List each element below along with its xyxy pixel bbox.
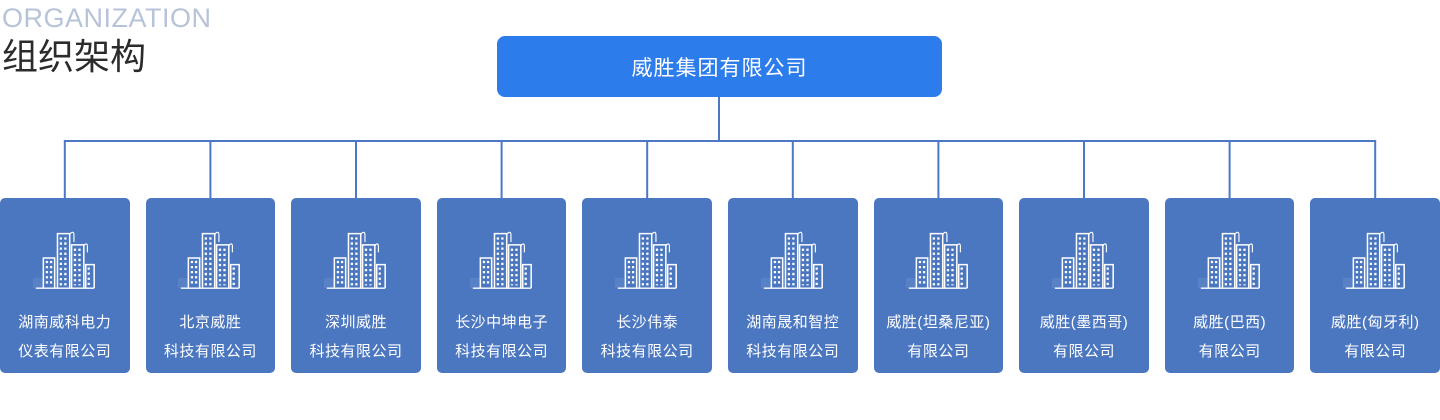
org-node-card: 威胜(巴西) 有限公司 <box>1164 198 1295 373</box>
org-node-name-line2: 有限公司 <box>1344 343 1407 360</box>
org-node-name-line1: 湖南威科电力 <box>18 314 112 331</box>
building-icon <box>615 222 679 296</box>
building-icon <box>324 222 388 296</box>
org-node-name-line2: 有限公司 <box>907 343 970 360</box>
org-node-card: 北京威胜 科技有限公司 <box>145 198 276 373</box>
building-icon <box>1343 222 1407 296</box>
building-icon <box>1198 222 1262 296</box>
org-node-name-line1: 威胜(坦桑尼亚) <box>886 314 991 331</box>
org-node-name-line1: 长沙中坤电子 <box>455 314 549 331</box>
org-node-card: 湖南威科电力 仪表有限公司 <box>0 198 130 373</box>
section-header: ORGANIZATION 组织架构 <box>2 2 212 80</box>
org-node-card: 威胜(墨西哥) 有限公司 <box>1019 198 1149 373</box>
building-icon <box>761 222 825 296</box>
org-node-name-line2: 仪表有限公司 <box>18 343 112 360</box>
org-node-name-line2: 科技有限公司 <box>163 343 257 360</box>
building-icon <box>1052 222 1116 296</box>
org-node-name-line2: 科技有限公司 <box>309 343 403 360</box>
org-node-name-line2: 科技有限公司 <box>746 343 840 360</box>
org-node-card: 威胜(匈牙利) 有限公司 <box>1310 198 1440 373</box>
org-node-name-line1: 威胜(墨西哥) <box>1039 314 1129 331</box>
org-node-name-line1: 北京威胜 <box>179 314 242 331</box>
building-icon <box>906 222 970 296</box>
building-icon <box>178 222 242 296</box>
org-children-row: 湖南威科电力 仪表有限公司 北京威胜 科技有限公司 深圳威胜 科技有限公司 长沙… <box>0 198 1440 373</box>
org-node-card: 长沙中坤电子 科技有限公司 <box>436 198 567 373</box>
org-node-name-line1: 威胜(巴西) <box>1193 314 1267 331</box>
org-node-name-line2: 科技有限公司 <box>455 343 549 360</box>
org-node-name-line1: 长沙伟泰 <box>616 314 679 331</box>
building-icon <box>470 222 534 296</box>
org-node-name-line2: 有限公司 <box>1053 343 1116 360</box>
page-title: 组织架构 <box>2 36 147 77</box>
org-node-name-line2: 科技有限公司 <box>600 343 694 360</box>
org-node-name-line1: 威胜(匈牙利) <box>1330 314 1420 331</box>
org-node-name-line1: 湖南晟和智控 <box>746 314 840 331</box>
org-node-name-line1: 深圳威胜 <box>324 314 387 331</box>
org-node-card: 威胜(坦桑尼亚) 有限公司 <box>873 198 1004 373</box>
org-node-card: 湖南晟和智控 科技有限公司 <box>728 198 858 373</box>
org-root-node: 威胜集团有限公司 <box>497 36 942 97</box>
building-icon <box>33 222 97 296</box>
org-node-card: 长沙伟泰 科技有限公司 <box>582 198 712 373</box>
org-node-name-line2: 有限公司 <box>1198 343 1261 360</box>
org-node-card: 深圳威胜 科技有限公司 <box>291 198 421 373</box>
section-eyebrow: ORGANIZATION <box>2 3 212 33</box>
